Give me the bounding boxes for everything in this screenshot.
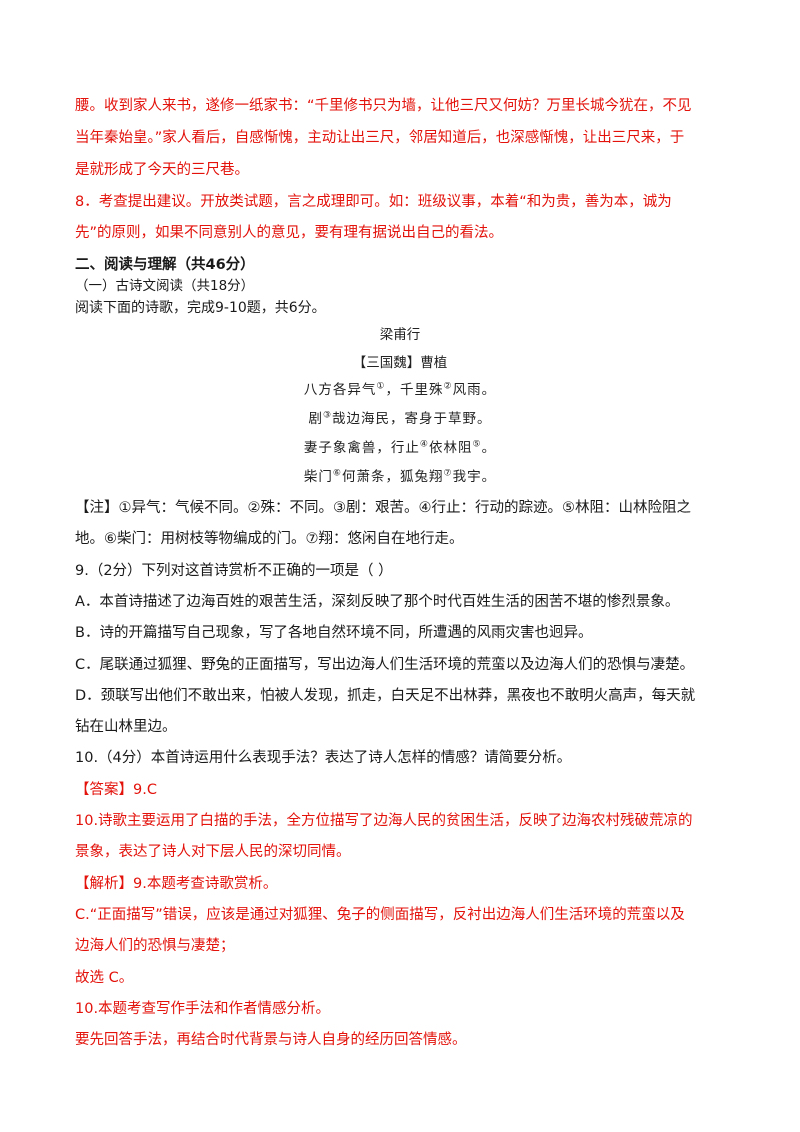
poem-line: 妻子象禽兽，行止④依林阻⑤。 (303, 439, 497, 456)
question-9-stem: 9.（2分）下列对这首诗赏析不正确的一项是（ ） (75, 563, 393, 579)
answer-label: 【答案】9.C (75, 782, 157, 798)
question-9-option-c: C．尾联通过狐狸、野兔的正面描写，写出边海人们生活环境的荒蛮以及边海人们的恐惧与… (75, 657, 695, 673)
reading-instruction: 阅读下面的诗歌，完成9-10题，共6分。 (75, 300, 326, 316)
poem-line: 剧③哉边海民，寄身于草野。 (308, 410, 492, 427)
answer-text-line: 景象，表达了诗人对下层人民的深切同情。 (75, 844, 351, 860)
question-9-option-d: D．颈联写出他们不敢出来，怕被人发现，抓走，白天足不出林莽，黑夜也不敢明火高声，… (75, 688, 696, 704)
question-9-option-a: A．本首诗描述了边海百姓的艰苦生活，深刻反映了那个时代百姓生活的困苦不堪的惨烈景… (75, 594, 680, 610)
poem-author: 【三国魏】曹植 (352, 355, 448, 371)
analysis-text-line: 要先回答手法，再结合时代背景与诗人自身的经历回答情感。 (75, 1032, 467, 1048)
question-10-stem: 10.（4分）本首诗运用什么表现手法？表达了诗人怎样的情感？请简要分析。 (75, 750, 572, 766)
poem-title: 梁甫行 (379, 327, 421, 343)
q8-answer-line: 8．考查提出建议。开放类试题，言之成理即可。如：班级议事，本着“和为贵，善为本，… (75, 194, 672, 210)
analysis-text-line: C.“正面描写”错误，应该是通过对狐狸、兔子的侧面描写，反衬出边海人们生活环境的… (75, 907, 685, 923)
poem-line: 柴门⑥何萧条，狐兔翔⑦我宇。 (303, 468, 497, 485)
analysis-label: 【解析】9.本题考查诗歌赏析。 (75, 876, 278, 892)
answer-text-line: 当年秦始皇。”家人看后，自感惭愧，主动让出三尺，邻居知道后，也深感惭愧，让出三尺… (75, 130, 685, 146)
poem-line: 八方各异气①，千里殊②风雨。 (303, 381, 497, 398)
section-subheading: （一）古诗文阅读（共18分） (75, 278, 255, 294)
poem-note-line: 【注】①异气：气候不同。②殊：不同。③剧：艰苦。④行止：行动的踪迹。⑤林阻：山林… (75, 500, 691, 516)
analysis-text-line: 10.本题考查写作手法和作者情感分析。 (75, 1001, 331, 1017)
answer-text-line: 10.诗歌主要运用了白描的手法，全方位描写了边海人民的贫困生活，反映了边海农村残… (75, 813, 693, 829)
section-heading: 二、阅读与理解（共46分） (75, 257, 255, 273)
answer-text-line: 腰。收到家人来书，遂修一纸家书：“千里修书只为墙，让他三尺又何妨？万里长城今犹在… (75, 98, 692, 114)
analysis-text-line: 故选 C。 (75, 970, 134, 986)
question-9-option-b: B．诗的开篇描写自己现象，写了各地自然环境不同，所遭遇的风雨灾害也迥异。 (75, 625, 593, 641)
q8-answer-line: 先”的原则，如果不同意别人的意见，要有理有据说出自己的看法。 (75, 225, 504, 241)
poem-note-line: 地。⑥柴门：用树枝等物编成的门。⑦翔：悠闲自在地行走。 (75, 531, 464, 547)
answer-text-line: 是就形成了今天的三尺巷。 (75, 162, 249, 178)
analysis-text-line: 边海人们的恐惧与凄楚； (75, 938, 235, 954)
question-9-option-d-cont: 钻在山林里边。 (75, 719, 177, 735)
